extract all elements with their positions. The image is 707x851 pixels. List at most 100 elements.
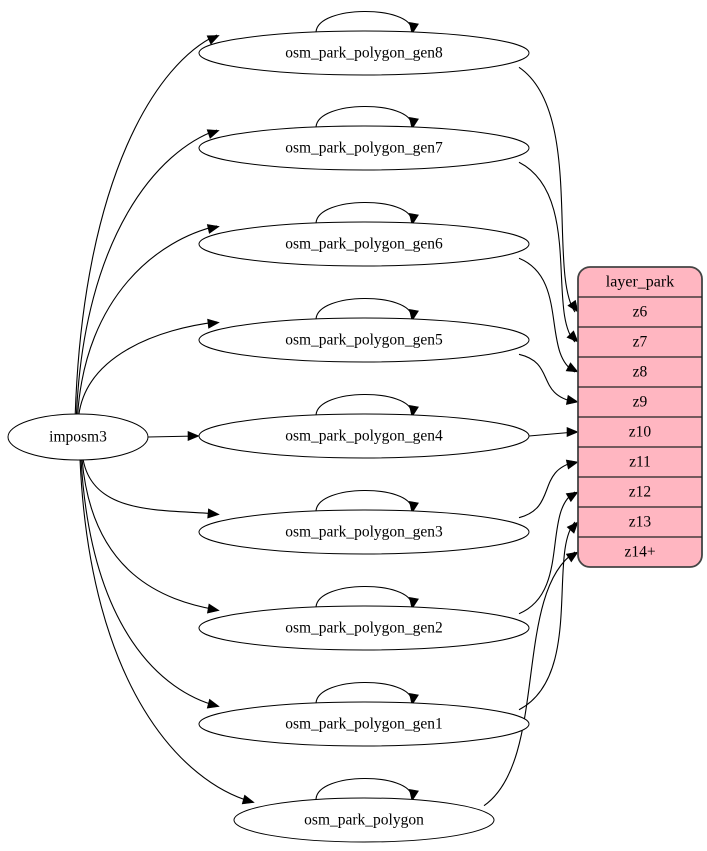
arrow-imposm3-to-gen8 xyxy=(206,35,220,45)
edge-gen1-to-z13 xyxy=(518,521,576,711)
node-gen6-label: osm_park_polygon_gen6 xyxy=(285,236,443,253)
layer-park-row-label-z8: z8 xyxy=(633,364,648,381)
self-loop-base xyxy=(315,778,413,800)
node-gen3-shape xyxy=(198,509,530,555)
arrow-gen3-to-z11 xyxy=(565,459,579,470)
node-gen4-label: osm_park_polygon_gen4 xyxy=(285,428,443,445)
edge-gen8-to-z6 xyxy=(518,66,576,313)
edge-imposm3-to-gen7 xyxy=(75,129,218,416)
edge-imposm3-to-gen2 xyxy=(81,458,218,611)
node-gen4-shape xyxy=(198,413,530,459)
layer-park-row-label-z13: z13 xyxy=(629,514,652,531)
arrow-imposm3-to-gen4 xyxy=(187,430,200,442)
node-gen6-shape xyxy=(198,221,530,267)
node-base[interactable]: osm_park_polygon xyxy=(233,797,495,843)
self-loop-arrow-gen2 xyxy=(408,596,419,610)
layer-park-row-label-z10: z10 xyxy=(629,424,652,441)
node-gen3-label: osm_park_polygon_gen3 xyxy=(285,524,443,541)
node-imposm3[interactable]: imposm3 xyxy=(7,413,149,461)
node-gen5-shape xyxy=(198,317,530,363)
self-loop-gen3 xyxy=(315,490,413,512)
node-gen8-label: osm_park_polygon_gen8 xyxy=(285,45,443,62)
node-imposm3-shape xyxy=(7,413,149,461)
self-loop-gen8 xyxy=(315,11,413,33)
layer-park-row-z11[interactable]: z11 xyxy=(578,447,702,477)
layer-park-row-label-z11: z11 xyxy=(629,454,651,471)
node-gen7[interactable]: osm_park_polygon_gen7 xyxy=(198,125,530,171)
layer-park-row-label-z12: z12 xyxy=(629,484,651,501)
self-loop-arrow-gen7 xyxy=(408,116,419,130)
layer-park-row-label-z6: z6 xyxy=(633,304,648,321)
self-loop-gen7 xyxy=(315,106,413,128)
node-gen5-label: osm_park_polygon_gen5 xyxy=(285,332,443,349)
self-loop-arrow-gen1 xyxy=(408,692,419,706)
layer-park-row-z7[interactable]: z7 xyxy=(578,327,702,357)
node-gen3[interactable]: osm_park_polygon_gen3 xyxy=(198,509,530,555)
node-gen6[interactable]: osm_park_polygon_gen6 xyxy=(198,221,530,267)
arrow-imposm3-to-gen6 xyxy=(206,224,220,234)
edge-imposm3-to-gen5 xyxy=(78,321,218,416)
edge-imposm3-to-gen8 xyxy=(74,34,218,416)
arrow-gen7-to-z7 xyxy=(566,330,579,343)
arrow-imposm3-to-gen2 xyxy=(206,603,220,614)
arrow-gen6-to-z8 xyxy=(565,362,579,373)
edge-gen7-to-z7 xyxy=(518,161,576,343)
arrow-gen2-to-z12 xyxy=(565,491,579,503)
arrow-imposm3-to-gen1 xyxy=(206,698,220,709)
node-imposm3-label: imposm3 xyxy=(49,429,107,446)
layer-park-table: layer_park z6 z7 z8 z9 z10 z11 z12 z13 z14+ xyxy=(577,266,703,568)
arrow-imposm3-to-gen5 xyxy=(207,318,220,329)
layer-park-row-z12[interactable]: z12 xyxy=(578,477,702,507)
edge-gen3-to-z11 xyxy=(518,461,576,519)
arrow-gen8-to-z6 xyxy=(567,299,579,313)
edge-gen6-to-z8 xyxy=(518,257,576,373)
layer-park-row-z10[interactable]: z10 xyxy=(578,417,702,447)
layer-park-row-z14+[interactable]: z14+ xyxy=(578,537,702,567)
node-gen5[interactable]: osm_park_polygon_gen5 xyxy=(198,317,530,363)
node-gen8[interactable]: osm_park_polygon_gen8 xyxy=(198,30,530,76)
self-loop-arrow-gen4 xyxy=(408,404,419,418)
self-loop-gen1 xyxy=(315,682,413,704)
node-gen7-label: osm_park_polygon_gen7 xyxy=(285,140,443,157)
node-gen7-shape xyxy=(198,125,530,171)
self-loop-arrow-gen6 xyxy=(408,212,419,226)
self-loop-gen4 xyxy=(315,394,413,416)
layer-park-row-z9[interactable]: z9 xyxy=(578,387,702,417)
layer-park-header-label: layer_park xyxy=(606,274,674,291)
arrow-imposm3-to-gen3 xyxy=(207,508,220,519)
arrow-base-to-z14+ xyxy=(565,551,579,563)
layer-park-row-label-z14+: z14+ xyxy=(624,544,655,561)
node-gen2-label: osm_park_polygon_gen2 xyxy=(285,620,443,637)
node-gen4[interactable]: osm_park_polygon_gen4 xyxy=(198,413,530,459)
arrow-gen1-to-z13 xyxy=(566,521,579,534)
layer-park-row-label-z9: z9 xyxy=(633,394,648,411)
layer-park-row-z6[interactable]: z6 xyxy=(578,297,702,327)
node-gen8-shape xyxy=(198,30,530,76)
layer-park-row-z8[interactable]: z8 xyxy=(578,357,702,387)
edge-imposm3-to-gen1 xyxy=(80,458,218,707)
self-loop-arrow-gen3 xyxy=(408,500,419,514)
layer-park-row-z13[interactable]: z13 xyxy=(578,507,702,537)
self-loop-arrow-gen5 xyxy=(408,308,419,322)
arrow-imposm3-to-base xyxy=(241,794,255,805)
arrow-gen4-to-z10 xyxy=(566,426,579,438)
edge-imposm3-to-base xyxy=(79,458,253,803)
self-loop-arrow-gen8 xyxy=(408,21,419,35)
node-base-label: osm_park_polygon xyxy=(304,812,424,829)
node-base-shape xyxy=(233,797,495,843)
node-gen2[interactable]: osm_park_polygon_gen2 xyxy=(198,605,530,651)
edge-gen2-to-z12 xyxy=(518,491,576,615)
edge-gen5-to-z9 xyxy=(518,353,576,403)
edge-base-to-z14+ xyxy=(483,551,576,807)
node-gen1[interactable]: osm_park_polygon_gen1 xyxy=(198,701,530,747)
self-loop-gen2 xyxy=(315,586,413,608)
arrow-gen5-to-z9 xyxy=(565,394,579,405)
self-loop-gen5 xyxy=(315,298,413,320)
layer-park-row-label-z7: z7 xyxy=(633,334,648,351)
edge-imposm3-to-gen3 xyxy=(82,458,218,515)
node-gen2-shape xyxy=(198,605,530,651)
node-gen1-label: osm_park_polygon_gen1 xyxy=(285,716,443,733)
arrow-imposm3-to-gen7 xyxy=(206,129,220,139)
